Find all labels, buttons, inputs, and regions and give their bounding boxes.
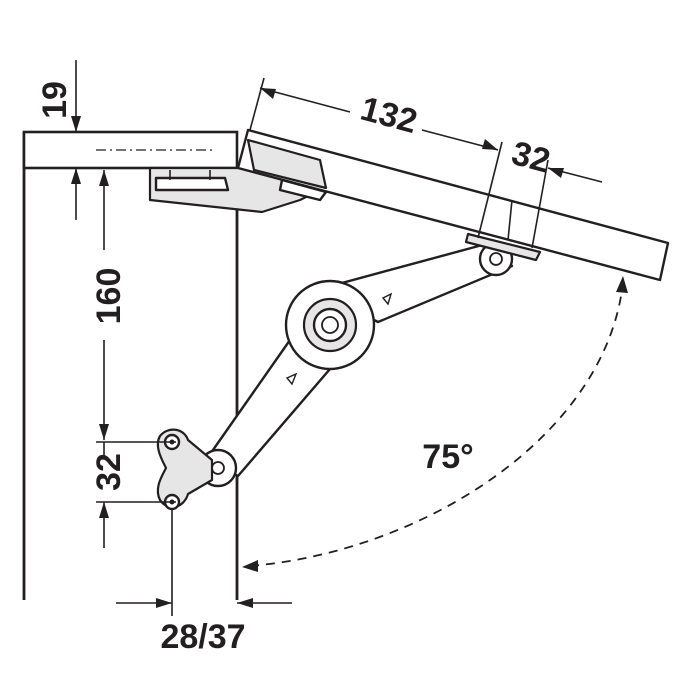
dim-label-132: 132 <box>357 90 422 141</box>
dim-label-32-side: 32 <box>90 453 128 491</box>
dimension-bracket-spacing: 32 <box>90 442 176 548</box>
dimension-lid-bracket: 32 <box>507 134 603 249</box>
side-mounting-bracket <box>156 428 214 511</box>
opening-angle-arc: 75° <box>242 276 628 572</box>
dimension-vertical-height: 160 <box>90 167 176 443</box>
cabinet-side-panel <box>22 132 239 600</box>
dimension-side-offset: 28/37 <box>116 510 292 656</box>
lid-stay-arm <box>198 232 542 488</box>
dimension-panel-thickness: 19 <box>36 60 81 220</box>
dim-label-32-lid: 32 <box>508 134 554 180</box>
opened-lid <box>236 128 670 282</box>
dim-label-28-37: 28/37 <box>160 618 245 656</box>
dim-label-19: 19 <box>36 81 74 119</box>
angle-label: 75° <box>422 438 473 476</box>
cabinet-top-panel <box>22 130 239 170</box>
dim-label-160: 160 <box>90 268 128 325</box>
